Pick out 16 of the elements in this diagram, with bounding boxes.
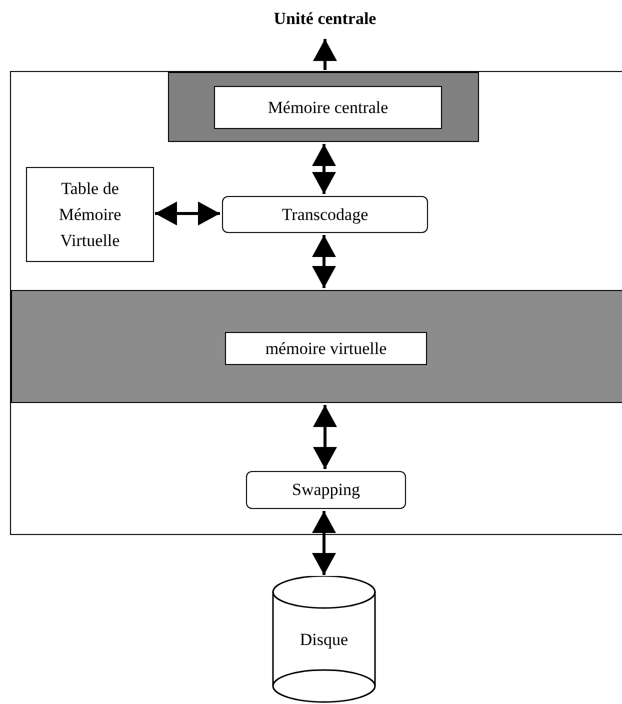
disk-cylinder: Disque: [272, 576, 376, 703]
process-box: Mémoire centrale: [214, 86, 442, 129]
double-arrow: [313, 39, 337, 70]
double-arrow: [312, 511, 336, 575]
process-box: Transcodage: [222, 196, 428, 233]
memory-band: [11, 290, 622, 403]
process-box: Table de Mémoire Virtuelle: [26, 167, 154, 262]
double-arrow: [155, 202, 220, 226]
system-frame: [10, 71, 622, 535]
double-arrow: [312, 235, 336, 288]
title-label: Unité centrale: [255, 4, 395, 34]
memory-band: [168, 72, 479, 142]
double-arrow: [312, 144, 336, 194]
double-arrow: [313, 405, 337, 469]
process-box: mémoire virtuelle: [225, 332, 427, 365]
process-box: Swapping: [246, 471, 406, 509]
